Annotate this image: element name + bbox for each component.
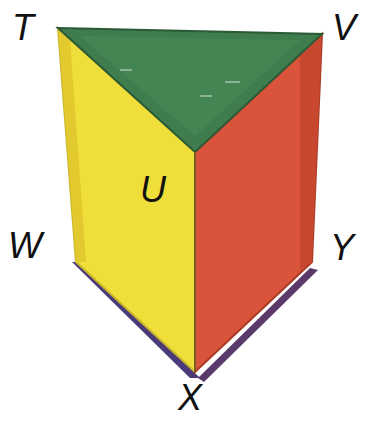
vertex-label: T — [12, 10, 34, 46]
vertex-label: Y — [330, 230, 354, 266]
red-face-edge — [300, 34, 322, 270]
green-face-highlight — [80, 36, 300, 136]
vertex-label: W — [8, 228, 42, 264]
tab-marks — [120, 70, 240, 96]
green-face — [58, 28, 322, 152]
vertex-label: X — [178, 380, 202, 416]
vertex-label: U — [140, 172, 166, 208]
yellow-face-edge — [58, 28, 86, 262]
vertex-label: V — [332, 10, 356, 46]
front-edge — [194, 152, 196, 372]
